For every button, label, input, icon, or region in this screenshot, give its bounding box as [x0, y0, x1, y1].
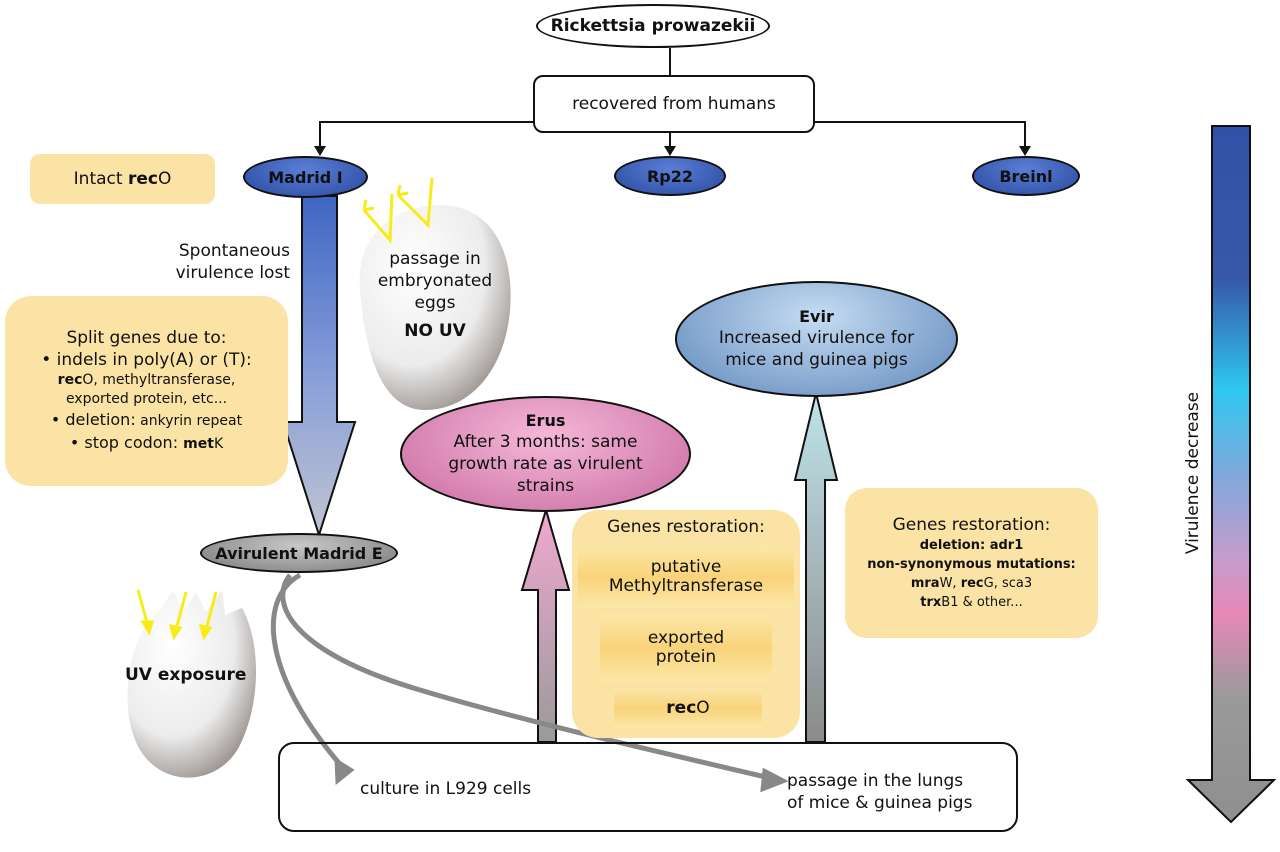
culture-lungs-label: passage in the lungs of mice & guinea pi… — [787, 770, 972, 814]
erus-arrow — [520, 506, 571, 743]
egg-uv-exposure — [127, 590, 256, 778]
gene-trxb1-b: B1 & other... — [941, 595, 1023, 610]
restoration-evir-note: Genes restoration: deletion: adr1 non-sy… — [845, 488, 1098, 638]
culture-box — [278, 742, 1018, 832]
spontaneous-line1: Spontaneous — [178, 241, 290, 261]
restoration-evir-mutations: non-synonymous mutations: — [867, 557, 1076, 572]
restoration-erus-note: Genes restoration: putative Methyltransf… — [572, 510, 800, 738]
stop-codon-suffix: K — [213, 436, 224, 452]
deletion-label: • deletion: — [50, 410, 136, 429]
gene-rest: O, methyltransferase, — [82, 372, 236, 388]
strain-madrid-i: Madrid I — [243, 156, 368, 198]
split-genes-note: Split genes due to: • indels in poly(A) … — [5, 296, 288, 486]
split-genes-line3: exported protein, etc... — [65, 391, 228, 407]
strain-label: Madrid I — [268, 167, 343, 187]
gene3-name: rec — [666, 698, 697, 718]
gene-name: rec — [57, 372, 83, 388]
strain-breinl: Breinl — [972, 156, 1080, 196]
arrowhead-lungs — [760, 767, 789, 793]
gene2-line1: exported — [647, 628, 725, 648]
gene1-line2: Methyltransferase — [608, 576, 764, 596]
evir-line2: mice and guinea pigs — [725, 350, 908, 370]
gene3-suffix: O — [696, 698, 710, 718]
gene-reco: recO — [614, 688, 762, 728]
intact-suffix: O — [157, 169, 172, 189]
stop-codon-gene: met — [183, 436, 214, 452]
culture-l929-label: culture in L929 cells — [360, 779, 532, 799]
erus-line2: growth rate as virulent — [448, 454, 643, 474]
gene2-line2: protein — [655, 647, 717, 667]
restoration-evir-deletion: deletion: adr1 — [919, 538, 1024, 553]
avirulent-label: Avirulent Madrid E — [215, 543, 383, 563]
egg-line1: passage in — [389, 249, 481, 269]
egg-no-uv-label: passage in embryonated eggs NO UV — [360, 248, 510, 342]
gene-mraw-b: W, — [939, 576, 961, 591]
uv-exposure-label: UV exposure — [125, 665, 247, 685]
egg-line2: embryonated — [377, 271, 493, 291]
gene-methyltransferase: putative Methyltransferase — [578, 546, 794, 608]
spontaneous-label: Spontaneous virulence lost — [150, 240, 290, 284]
restoration-evir-title: Genes restoration: — [892, 515, 1051, 535]
connector-breinl — [815, 121, 1026, 152]
strain-rp22: Rp22 — [614, 156, 726, 196]
origin-box: recovered from humans — [533, 75, 815, 133]
strain-label: Breinl — [999, 166, 1053, 186]
gene-recg-b: G, sca3 — [983, 576, 1033, 591]
gene-mraw-a: mra — [910, 576, 940, 591]
virulence-decrease-label: Virulence decrease — [1183, 391, 1203, 555]
erus-node: Erus After 3 months: same growth rate as… — [400, 396, 691, 512]
egg-no-uv — [359, 205, 511, 410]
intact-reco-note: Intact recO — [30, 154, 215, 204]
split-genes-deletion: • deletion: ankyrin repeat — [51, 409, 242, 432]
restoration-evir-genes: mraW, recG, sca3 — [911, 574, 1032, 593]
gene1-line1: putative — [650, 557, 722, 577]
erus-title: Erus — [525, 411, 566, 430]
erus-line1: After 3 months: same — [453, 432, 638, 452]
gene-recg-a: rec — [960, 576, 984, 591]
strain-label: Rp22 — [646, 166, 694, 186]
avirulent-madrid-e: Avirulent Madrid E — [200, 533, 398, 573]
spontaneous-line2: virulence lost — [175, 263, 290, 283]
uv-rays-icon — [136, 589, 218, 641]
virulence-lost-arrow — [281, 195, 357, 539]
arrowhead-l929 — [334, 757, 355, 786]
origin-label: recovered from humans — [572, 94, 776, 114]
intact-gene: rec — [127, 169, 158, 189]
split-genes-title: Split genes due to: — [66, 328, 227, 348]
gene-trxb1-a: trx — [920, 595, 942, 610]
reflected-uv-rays-icon — [362, 177, 434, 244]
lungs-line1: passage in the lungs — [787, 771, 964, 791]
virulence-scale-arrow — [1185, 125, 1277, 824]
erus-line3: strains — [516, 476, 575, 496]
evir-node: Evir Increased virulence for mice and gu… — [675, 281, 958, 397]
root-label: Rickettsia prowazekii — [550, 16, 756, 36]
egg-line3: eggs — [414, 293, 456, 313]
root-node: Rickettsia prowazekii — [536, 4, 770, 48]
arrowhead-breinl — [1019, 146, 1031, 156]
arrowhead-rp22 — [664, 146, 676, 156]
deletion-value: ankyrin repeat — [135, 413, 243, 429]
split-genes-stop-codon: • stop codon: metK — [70, 432, 223, 455]
connector-madrid — [319, 121, 533, 152]
evir-arrow — [793, 392, 839, 743]
intact-prefix: Intact — [73, 169, 128, 189]
restoration-erus-title: Genes restoration: — [607, 517, 765, 537]
arrow-to-lungs — [280, 573, 771, 781]
split-genes-line2: recO, methyltransferase, — [58, 371, 236, 390]
lungs-line2: of mice & guinea pigs — [787, 793, 973, 813]
evir-line1: Increased virulence for — [718, 328, 915, 348]
split-genes-indels: • indels in poly(A) or (T): — [41, 350, 252, 370]
egg-no-uv: NO UV — [404, 321, 466, 341]
stop-codon-label: • stop codon: — [69, 433, 184, 452]
restoration-evir-trxb1: trxB1 & other... — [920, 593, 1022, 612]
evir-title: Evir — [799, 307, 834, 326]
gene-exported-protein: exported protein — [600, 613, 772, 683]
arrowhead-madrid — [314, 146, 326, 156]
